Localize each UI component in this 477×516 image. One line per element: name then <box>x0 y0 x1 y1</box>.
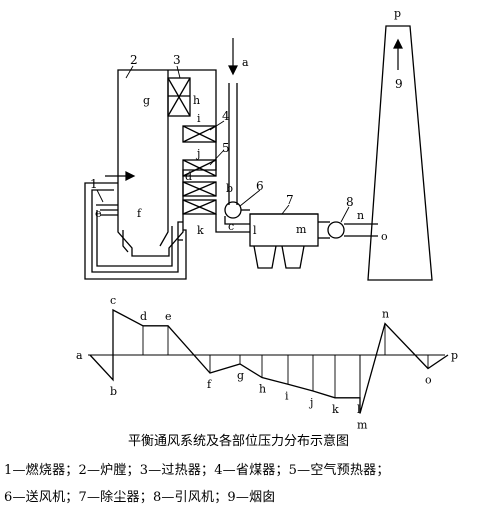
figure-title: 平衡通风系统及各部位压力分布示意图 <box>127 434 349 449</box>
point-e-top: e <box>95 207 102 220</box>
flue-gas-duct <box>215 209 250 233</box>
chart-point-f: f <box>207 378 212 391</box>
chart-point-h: h <box>259 383 266 396</box>
point-c-top: c <box>228 220 234 233</box>
point-m-top: m <box>296 223 307 236</box>
pressure-chart: a b c d e f g h i j k lm n o p <box>76 294 458 432</box>
chart-point-g: g <box>237 369 244 382</box>
chimney <box>367 25 433 281</box>
legend-line-2: 6—送风机；7—除尘器；8—引风机；9—烟囱 <box>4 490 276 505</box>
label-4: 4 <box>222 109 230 123</box>
label-8: 8 <box>346 195 354 209</box>
label-6: 6 <box>256 179 264 193</box>
point-f-top: f <box>137 207 142 220</box>
label-2: 2 <box>130 53 138 67</box>
chart-point-d: d <box>140 310 147 323</box>
point-j-top: j <box>195 147 200 160</box>
induced-draft-fan <box>327 221 345 239</box>
air-intake-duct <box>228 83 238 205</box>
label-3: 3 <box>173 53 181 67</box>
point-h-top: h <box>193 94 200 107</box>
point-k-top: k <box>197 224 204 237</box>
point-p-top: p <box>394 7 401 20</box>
component-numbers: 2 3 4 5 6 7 8 9 1 <box>90 53 403 209</box>
label-5: 5 <box>222 141 230 155</box>
chart-point-a: a <box>76 349 83 362</box>
chart-point-e: e <box>165 310 172 323</box>
chart-point-k: k <box>332 403 339 416</box>
label-1: 1 <box>90 177 98 191</box>
chart-point-p: p <box>451 349 458 362</box>
point-n-top: n <box>357 209 364 222</box>
chart-point-o: o <box>425 374 432 387</box>
superheater <box>167 77 191 117</box>
point-o-top: o <box>381 230 388 243</box>
air-duct-loop <box>84 182 187 280</box>
pressure-curve <box>89 308 449 414</box>
forced-draft-fan <box>224 201 242 219</box>
point-l-top: l <box>253 224 257 237</box>
point-d-top: d <box>185 170 192 183</box>
induced-duct <box>318 221 330 239</box>
chart-point-m: m <box>357 419 368 432</box>
economizer-stack <box>182 125 217 215</box>
point-g-top: g <box>143 94 150 107</box>
label-9: 9 <box>395 77 403 91</box>
schematic-points: a g h i j d b c k l m n o p e f <box>95 7 401 243</box>
burners <box>96 204 118 216</box>
dust-collector <box>249 213 319 269</box>
point-i-top: i <box>197 112 201 125</box>
chart-point-l: l <box>357 403 361 416</box>
chart-point-b: b <box>110 385 117 398</box>
chart-point-c: c <box>110 294 116 307</box>
flow-arrows <box>105 38 403 181</box>
legend-line-1: 1—燃烧器；2—炉膛；3—过热器；4—省煤器；5—空气预热器； <box>4 463 390 478</box>
chart-point-j: j <box>308 396 313 409</box>
point-a-top: a <box>242 56 249 69</box>
stack-duct <box>344 223 378 237</box>
label-7: 7 <box>286 193 294 207</box>
point-b-top: b <box>226 182 233 195</box>
chart-point-i: i <box>285 389 289 402</box>
leader-lines <box>96 65 350 223</box>
chart-point-n: n <box>382 308 389 321</box>
